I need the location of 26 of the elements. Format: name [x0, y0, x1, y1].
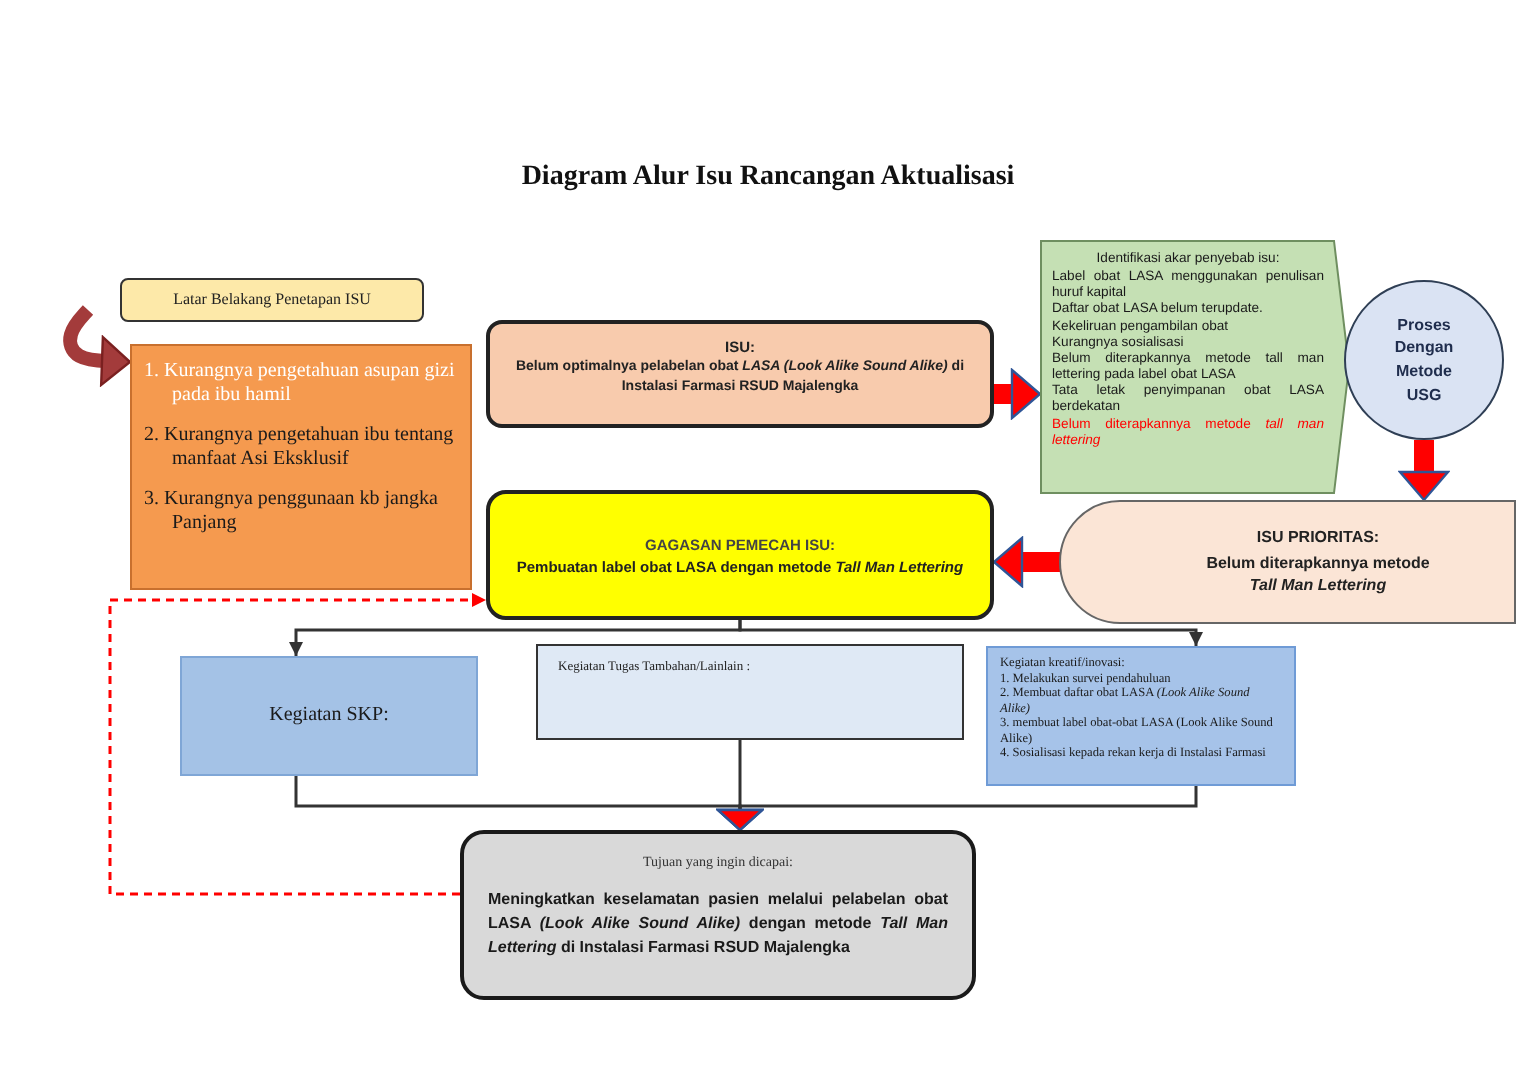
block-arrow	[1398, 440, 1450, 502]
process-box	[180, 656, 478, 776]
diagram-title: Diagram Alur Isu Rancangan Aktualisasi	[521, 162, 1015, 194]
process-box	[986, 646, 1296, 786]
box-text: Belum diterapkannya metode Tall Man Lettering	[1204, 551, 1432, 596]
list-item: 3. Kurangnya penggunaan kb jangka Panjang	[144, 488, 440, 536]
curved-arrow	[63, 305, 132, 387]
list-box	[130, 344, 472, 590]
block-arrow	[992, 536, 1060, 588]
box-label: Latar Belakang Penetapan ISU	[173, 290, 371, 310]
box-label: Kegiatan SKP:	[269, 704, 389, 728]
arrow	[716, 786, 1198, 832]
title-box	[120, 278, 424, 322]
rounded-end-box	[1060, 500, 1516, 624]
list-item: 1. Kurangnya pengetahuan asupan gizi pada ibu hamil	[144, 360, 457, 408]
block-arrow	[994, 368, 1042, 420]
arrow	[738, 620, 1203, 646]
rounded-box	[486, 490, 994, 620]
box-text: Meningkatkan keselamatan pasien melalui pelabelan obat LASA (Look Alike Sound Alike) dengan metode Tall Man Lettering di Instalasi Farmasi RSUD Majalengka	[488, 888, 948, 961]
rounded-box	[486, 320, 994, 428]
box-heading: ISU PRIORITAS:	[1256, 528, 1380, 548]
box-text: Proses Dengan Metode USG	[1392, 313, 1456, 407]
rounded-box	[460, 830, 976, 1000]
list-item: 2. Kurangnya pengetahuan ibu tentang manfaat Asi Eksklusif	[144, 424, 456, 472]
process-box	[536, 644, 964, 740]
dashed-arrow	[108, 593, 486, 896]
